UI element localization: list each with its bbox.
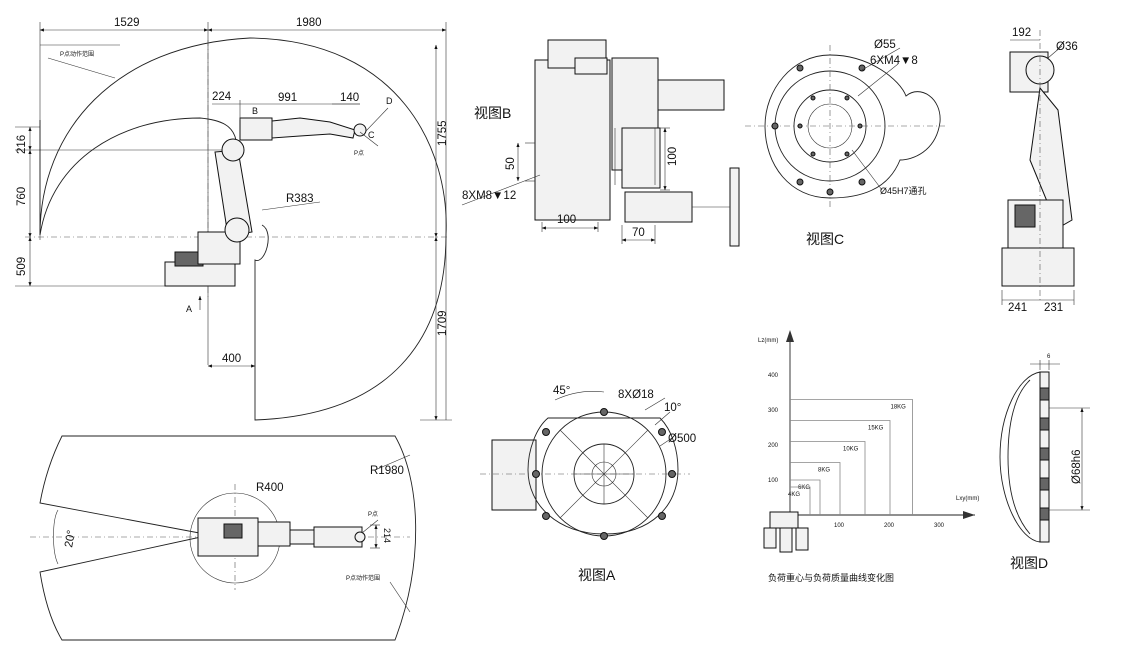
load-curve-4kg (790, 486, 811, 515)
top-view: R1980 R400 20° 214 P点 P点动作范围 (30, 435, 417, 641)
dim-b-50: 50 (505, 157, 517, 170)
load-curve-15kg (790, 420, 891, 515)
view-b-caption: 视图B (474, 105, 511, 121)
dim-d-dia68: Ø68h6 (1071, 449, 1083, 484)
label-t-range-note: P点动作范围 (346, 574, 380, 582)
dim-b-70: 70 (632, 227, 645, 239)
load-curve-label: 18KG (891, 405, 907, 411)
load-curve-6kg (790, 479, 821, 515)
view-c: 视图C Ø55 6XM4▼8 Ø45H7通孔 (745, 39, 945, 247)
flange-icon (763, 511, 809, 553)
dim-r383: R383 (286, 193, 314, 205)
right-view: 192 Ø36 241 231 (1001, 27, 1078, 314)
dim-r-241: 241 (1008, 302, 1027, 314)
dim-991: 991 (278, 92, 297, 104)
dim-a-holes: 8XØ18 (618, 389, 654, 401)
x-tick-label: 200 (884, 523, 895, 529)
view-b: 视图B 50 100 100 70 8XM8▼12 (461, 39, 740, 247)
dim-1709: 1709 (437, 310, 449, 336)
chart-y-axis-label: Lz(mm) (758, 338, 778, 344)
dim-c-bore: Ø45H7通孔 (880, 186, 927, 196)
dim-c-holes: 6XM4▼8 (870, 55, 918, 67)
dim-r-dia36: Ø36 (1056, 41, 1078, 53)
load-curve-label: 8KG (818, 468, 830, 474)
view-d: 视图D 6 Ø68h6 (999, 354, 1090, 571)
label-p-point: P点 (354, 149, 364, 157)
dim-t-r400: R400 (256, 482, 284, 494)
dim-b-100v: 100 (667, 147, 679, 166)
dim-1529: 1529 (114, 17, 140, 29)
dim-224: 224 (212, 91, 232, 103)
dim-216: 216 (16, 135, 28, 154)
view-d-caption: 视图D (1010, 555, 1048, 571)
load-curve-label: 15KG (868, 426, 884, 432)
view-a-caption: 视图A (578, 567, 616, 583)
y-tick-label: 100 (768, 478, 779, 484)
label-b: B (252, 106, 258, 116)
load-curve-label: 6KG (798, 485, 810, 491)
dim-400: 400 (222, 353, 241, 365)
label-a: A (186, 304, 192, 314)
load-chart: 100 200 300 100 200 300 400 18KG 15KG 10KG 8KG 6KG… (758, 330, 979, 583)
chart-x-axis-label: Lxy(mm) (956, 496, 979, 502)
label-c: C (368, 130, 375, 140)
robot-side-silhouette (164, 117, 367, 287)
label-t-p-point: P点 (368, 510, 378, 518)
x-axis-arrow-icon (963, 511, 975, 519)
dim-509: 509 (16, 257, 28, 276)
y-tick-label: 300 (768, 408, 779, 414)
dim-a-45: 45° (553, 385, 570, 397)
load-curve-10kg (790, 441, 866, 515)
load-curve-label: 4KG (788, 492, 800, 498)
dim-a-dia500: Ø500 (668, 433, 696, 445)
label-range-note: P点动作范围 (60, 50, 94, 58)
dim-t-214: 214 (382, 528, 392, 543)
dim-d-6: 6 (1047, 354, 1051, 360)
dim-a-10: 10° (664, 402, 681, 414)
dim-b-100h: 100 (557, 214, 576, 226)
dim-760: 760 (16, 187, 28, 206)
y-tick-label: 400 (768, 373, 779, 379)
dim-b-thread: 8XM8▼12 (462, 190, 516, 202)
load-chart-caption: 负荷重心与负荷质量曲线变化图 (768, 572, 894, 583)
dim-t-angle20: 20° (63, 529, 78, 548)
view-a: 视图A 45° 8XØ18 10° Ø500 (480, 385, 696, 583)
dim-140: 140 (340, 92, 359, 104)
dim-1980: 1980 (296, 17, 322, 29)
y-axis-arrow-icon (786, 330, 794, 342)
view-c-caption: 视图C (806, 231, 844, 247)
y-tick-label: 200 (768, 443, 779, 449)
robot-top-silhouette (197, 517, 366, 557)
dim-c-dia55: Ø55 (874, 39, 896, 51)
dim-r-231: 231 (1044, 302, 1063, 314)
load-curve-8kg (790, 462, 841, 515)
x-tick-label: 300 (934, 523, 945, 529)
side-view: 1529 1980 224 991 140 B C D A P点 P点动作范围 … (15, 17, 452, 421)
load-curve-18kg (790, 399, 913, 515)
label-d: D (386, 96, 393, 106)
dim-1755: 1755 (437, 120, 449, 146)
load-curve-label: 10KG (843, 447, 859, 453)
dim-r-192: 192 (1012, 27, 1031, 39)
x-tick-label: 100 (834, 523, 845, 529)
dim-t-r1980: R1980 (370, 465, 404, 477)
